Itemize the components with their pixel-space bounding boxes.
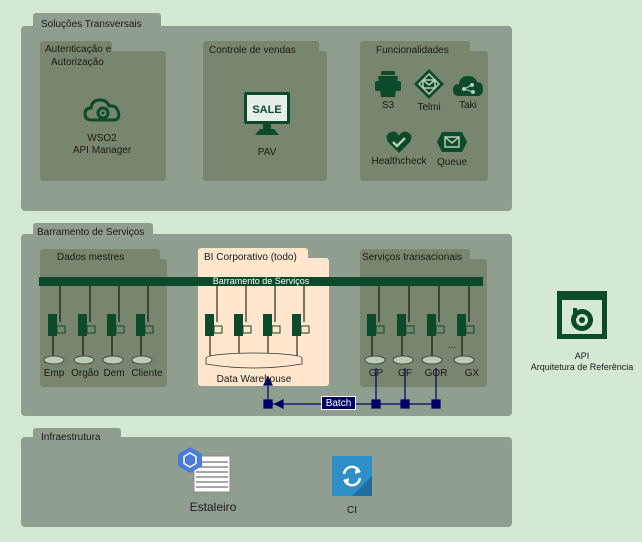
panel-title-master: Dados mestres: [57, 252, 125, 263]
section-tab-transversal: [33, 13, 161, 29]
panel-title-bi: BI Corporativo (todo): [204, 252, 297, 263]
service-bus-bar: [39, 277, 483, 286]
telmi-icon: [413, 68, 445, 100]
panel-auth: [40, 51, 166, 181]
feature-label-telmi: Telmi: [417, 102, 441, 113]
s3-icon: [375, 70, 401, 98]
feature-label-s3: S3: [381, 100, 395, 111]
server-icon: [48, 314, 475, 336]
heart-icon: [386, 130, 412, 154]
section-title-transversal: Soluções Transversais: [41, 19, 142, 30]
panel-title-features: Funcionalidades: [376, 45, 449, 56]
api-label-line2: Arquitetura de Referência: [530, 362, 634, 372]
sale-monitor-icon: SALE: [243, 91, 291, 137]
db-label-cliente: Cliente: [131, 368, 163, 379]
auth-item-line1: WSO2: [87, 133, 117, 144]
data-warehouse-label: Data Warehouse: [216, 374, 292, 385]
auth-item-line2: API Manager: [72, 145, 132, 156]
db-label-gor: GOR: [424, 368, 448, 379]
sale-sign-text: SALE: [252, 104, 281, 116]
api-label-line1: API: [574, 351, 590, 361]
transactional-ellipsis: ...: [448, 340, 457, 351]
section-infra: [21, 437, 512, 527]
data-warehouse-icon: [205, 352, 303, 369]
db-label-gf: GF: [398, 368, 412, 379]
queue-icon: [436, 130, 468, 154]
feature-label-healthcheck: Healthcheck: [371, 156, 427, 167]
service-bus-bar-label: Barramento de Serviços: [212, 276, 310, 286]
db-label-dem: Dem: [103, 368, 125, 379]
db-label-orgao: Orgão: [71, 368, 99, 379]
registry-icon: [176, 446, 234, 496]
db-label-gx: GX: [464, 368, 480, 379]
db-label-gp: GP: [368, 368, 384, 379]
taki-cloud-icon: [452, 74, 484, 98]
infra-label-ci: CI: [347, 505, 357, 516]
panel-title-transactional: Serviços transacionais: [362, 252, 463, 263]
api-icon: [556, 290, 608, 340]
sales-item-label: PAV: [257, 147, 277, 158]
infra-label-estaleiro: Estaleiro: [189, 500, 237, 514]
db-label-emp: Emp: [43, 368, 65, 379]
section-title-infra: Infraestrutura: [41, 432, 101, 443]
panel-title-auth-1: Autenticação e: [45, 44, 112, 55]
database-icon: [43, 355, 475, 365]
ci-sync-icon: [332, 456, 372, 496]
feature-label-queue: Queue: [436, 157, 468, 168]
batch-label: Batch: [321, 396, 356, 410]
cloud-gear-icon: [83, 96, 123, 126]
panel-title-auth-2: Autorização: [51, 57, 104, 68]
feature-label-taki: Taki: [459, 100, 477, 111]
section-title-bus: Barramento de Serviços: [37, 227, 145, 238]
panel-title-sales: Controle de vendas: [209, 45, 296, 56]
batch-connectors: [263, 368, 441, 409]
